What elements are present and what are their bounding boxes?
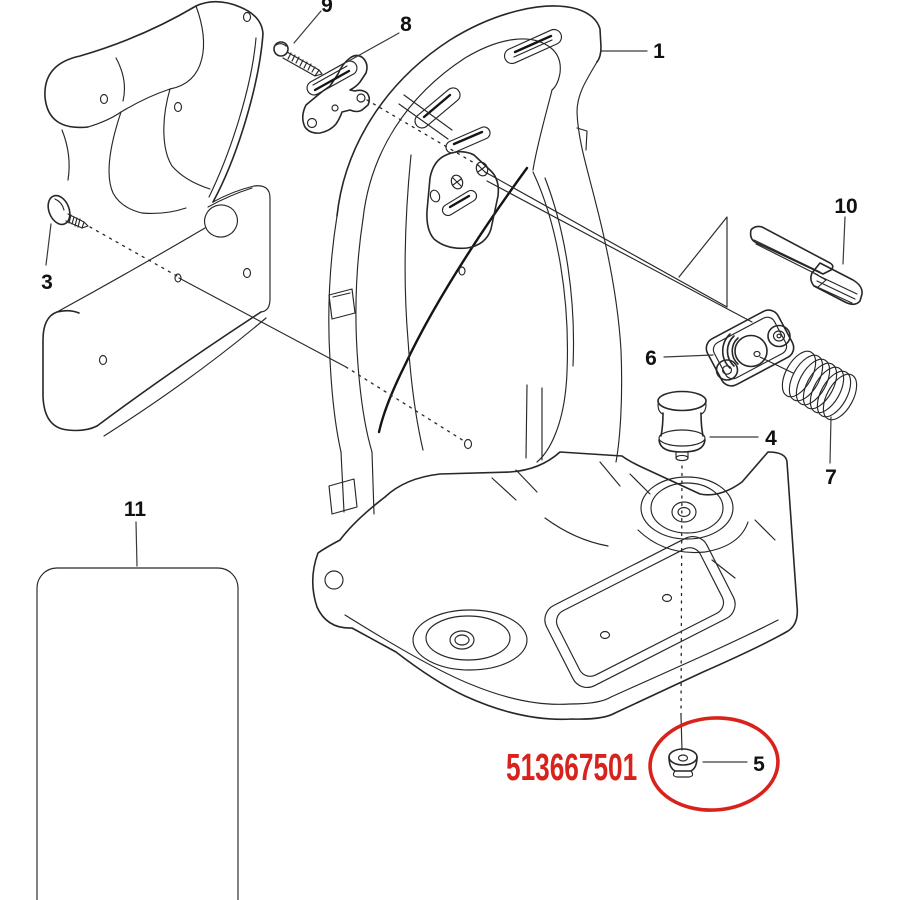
callout-6-leader [663, 354, 714, 358]
cushion-holes [98, 11, 252, 366]
latch-elbow [678, 216, 728, 308]
base-ear-hole [324, 570, 344, 590]
callout-1-label: 1 [653, 40, 665, 63]
callout-8-label: 8 [400, 13, 412, 36]
callout-7-leader [829, 416, 832, 464]
screw-target-hole [174, 273, 182, 283]
screw-with-washer [47, 194, 89, 229]
callout-11-leader [135, 521, 138, 567]
callout-9-label: 9 [321, 0, 333, 17]
frame-base [311, 451, 799, 721]
callout-10-label: 10 [834, 195, 857, 218]
grommet [668, 748, 698, 778]
frame-mount-plate [426, 150, 500, 250]
screw3-axis-dotted-2 [345, 366, 465, 442]
handle-slot-left [414, 87, 461, 129]
plug-boss [637, 476, 749, 554]
assembly-lines [89, 99, 794, 751]
backpack-frame [311, 5, 799, 721]
latch-assembly [705, 309, 795, 387]
scraper-tool [749, 225, 863, 306]
latch-line-2 [486, 180, 753, 323]
callout-8-leader [346, 32, 400, 63]
highlight-circle [648, 716, 780, 812]
callout-3-leader [45, 223, 52, 266]
rubber-plug [657, 390, 707, 462]
callout-7-label: 7 [825, 466, 837, 489]
callout-3-label: 3 [41, 271, 53, 294]
callout-leaders [45, 10, 846, 763]
latch-line-1 [484, 171, 728, 308]
highlighted-part-number: 513667501 [506, 745, 637, 788]
screw-bracket [273, 41, 323, 77]
mounting-bracket [301, 54, 371, 134]
plug-axis-dotted [680, 465, 683, 717]
callout-4-label: 4 [765, 427, 777, 450]
dowel-hole [463, 438, 473, 450]
plug-axis-solid [680, 715, 683, 751]
screw3-axis-solid [178, 277, 347, 368]
callout-10-leader [842, 216, 846, 265]
inner-arch-curve [377, 166, 529, 434]
callout-5-label: 5 [753, 753, 765, 776]
bracket-slot [306, 60, 358, 96]
screw3-axis-dotted-1 [89, 226, 178, 277]
plate-screw-a [475, 161, 489, 177]
callout-6-label: 6 [645, 347, 657, 370]
left-boss [412, 609, 528, 671]
plate-screw-b [450, 174, 464, 190]
callout-11-label: 11 [124, 498, 147, 521]
pad-sheet [36, 567, 239, 900]
callout-9-leader [293, 10, 322, 44]
bracket-axis-dotted [366, 99, 482, 168]
base-recess [544, 535, 736, 689]
mount-slot [445, 126, 491, 154]
coil-spring [781, 350, 858, 421]
backrest-cushion [42, 0, 271, 437]
callout-labels: 1 3 4 5 6 7 8 9 10 11 [41, 0, 858, 776]
handle-slot-top [503, 28, 563, 65]
